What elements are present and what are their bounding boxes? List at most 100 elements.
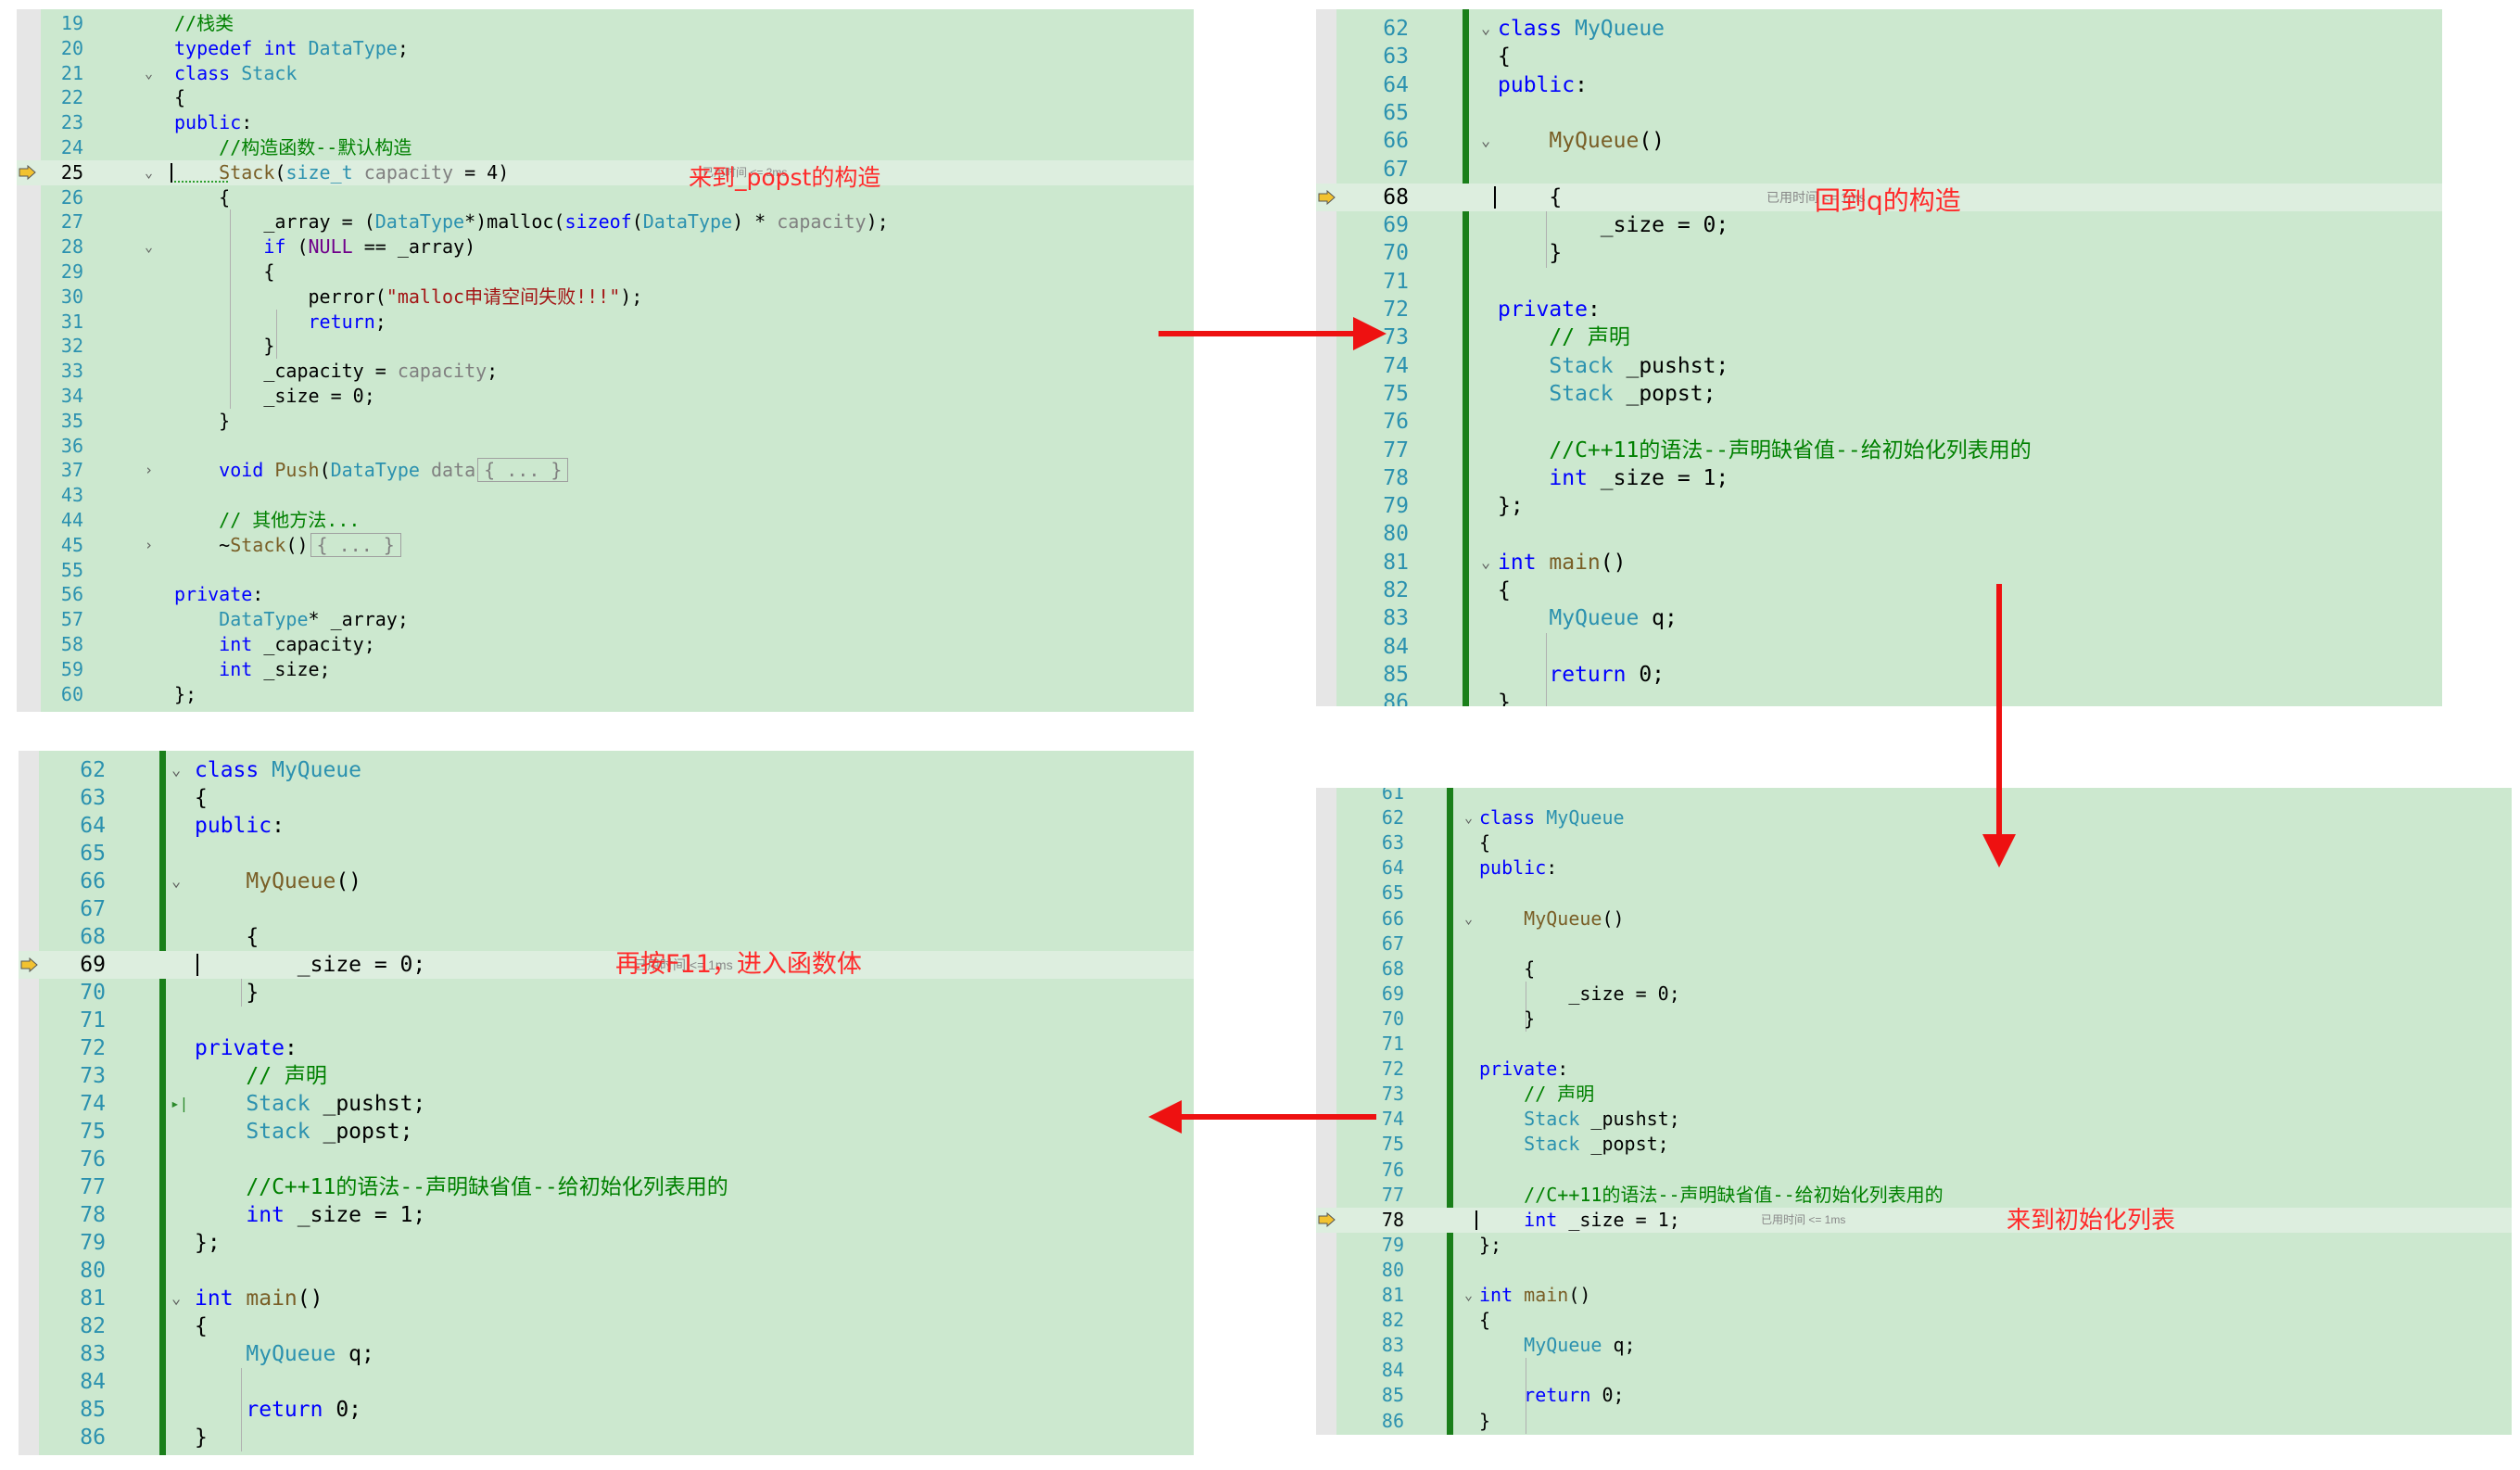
indent-guide [1546,632,1547,706]
code-token: Stack [246,1092,323,1116]
code-token: : [272,814,285,838]
code-token: { [1498,44,1511,70]
code-token: int [1498,550,1550,575]
code-line: 86} [19,1424,1194,1451]
chevron-right-icon[interactable]: › [145,462,154,479]
line-number: 63 [80,786,106,810]
code-token: NULL [308,235,353,259]
code-text: } [1498,689,1511,706]
chevron-down-icon[interactable]: ⌄ [171,872,182,891]
chevron-down-icon[interactable]: ⌄ [145,163,154,181]
code-token: Stack [230,533,286,556]
code-text: MyQueue() [1498,127,1665,155]
code-text: { [174,260,274,285]
code-text: MyQueue() [1479,906,1624,931]
code-line: 61 [1316,788,2512,805]
code-text: { [195,923,259,951]
line-number: 35 [60,409,83,432]
code-line: 62⌄class MyQueue [1316,15,2442,43]
line-number: 86 [1381,1409,1404,1432]
current-line: 25⌄ Stack(size_t capacity = 4)已用时间 <= 2m… [17,159,1194,185]
chevron-down-icon[interactable]: ⌄ [1464,909,1474,927]
code-token: { [195,1314,208,1338]
code-token: class [1479,806,1547,830]
code-token: * _array; [308,608,409,631]
code-text: typedef int DataType; [174,36,420,61]
step-marker-icon: ▸| [171,1095,189,1112]
chevron-down-icon[interactable]: ⌄ [1481,132,1491,151]
line-number: 64 [1381,856,1404,880]
code-text: void Push(DataType data{ ... } [174,458,569,483]
line-number: 69 [1381,982,1404,1005]
line-number: 73 [1381,1083,1404,1106]
current-line: 69 _size = 0;已用时间 <= 1ms [19,951,1194,979]
chevron-down-icon[interactable]: ⌄ [145,238,154,256]
chevron-right-icon[interactable]: › [145,536,154,553]
code-token: MyQueue [1524,1334,1614,1357]
code-text: //C++11的语法--声明缺省值--给初始化列表用的 [1479,1183,1943,1208]
collapsed-region[interactable]: { ... } [310,532,401,557]
code-line: 70 } [19,979,1194,1007]
chevron-down-icon[interactable]: ⌄ [1464,1286,1474,1303]
line-number: 79 [1383,494,1409,519]
chevron-down-icon[interactable]: ⌄ [1481,19,1491,38]
code-text: _size = 0; [1479,982,1679,1007]
code-line: 24 //构造函数--默认构造 [17,135,1194,160]
change-tracking-bar [1447,788,1453,1435]
code-token: return [1549,662,1640,687]
line-number: 70 [1381,1007,1404,1030]
code-token: { [174,260,275,283]
line-number: 82 [1381,1309,1404,1332]
code-line: 74 Stack _pushst; [1316,352,2442,380]
line-number: 72 [1381,1058,1404,1081]
code-token: Stack [1524,1133,1591,1156]
line-number: 63 [1381,831,1404,855]
collapsed-region[interactable]: { ... } [477,458,569,483]
code-token: Stack [1549,381,1627,406]
code-token: int [219,633,264,655]
code-text: // 声明 [1498,323,1630,351]
code-token: ; [487,360,499,383]
code-token: } [195,1426,208,1450]
code-token: private [174,583,253,606]
code-line: 26 { [17,185,1194,210]
code-text: //栈类 [174,11,234,36]
line-number: 32 [60,335,83,358]
code-text: return 0; [195,1396,361,1424]
chevron-down-icon[interactable]: ⌄ [1481,552,1491,572]
line-number: 30 [60,285,83,308]
code-line: 60}; [17,682,1194,707]
code-token: int [1524,1208,1569,1231]
line-number: 65 [1383,100,1409,125]
code-line: 75 Stack _popst; [1316,1132,2512,1157]
line-number: 64 [1383,72,1409,97]
code-line: 77 //C++11的语法--声明缺省值--给初始化列表用的 [19,1173,1194,1201]
line-number: 86 [80,1426,106,1450]
line-number: 26 [60,185,83,209]
line-number: 77 [80,1175,106,1199]
line-number: 79 [80,1231,106,1255]
code-token: ); [866,210,889,234]
line-number: 77 [1383,437,1409,463]
chevron-down-icon[interactable]: ⌄ [171,761,182,779]
indent-guide [241,951,242,1007]
code-line: 19//栈类 [17,11,1194,36]
code-text: private: [1498,296,1601,323]
code-token: } [1498,241,1563,266]
chevron-down-icon[interactable]: ⌄ [145,64,154,82]
code-token: data [430,459,476,482]
line-number: 65 [1381,881,1404,905]
indent-guide [230,209,231,409]
code-line: 79}; [19,1229,1194,1257]
chevron-down-icon[interactable]: ⌄ [171,1289,182,1308]
code-line: 68 { [1316,957,2512,982]
code-token: public [174,111,242,134]
chevron-down-icon[interactable]: ⌄ [1464,809,1474,827]
line-number: 83 [80,1342,106,1366]
code-line: 57 DataType* _array; [17,607,1194,632]
code-line: 76 [1316,408,2442,436]
code-text: class MyQueue [195,756,361,784]
